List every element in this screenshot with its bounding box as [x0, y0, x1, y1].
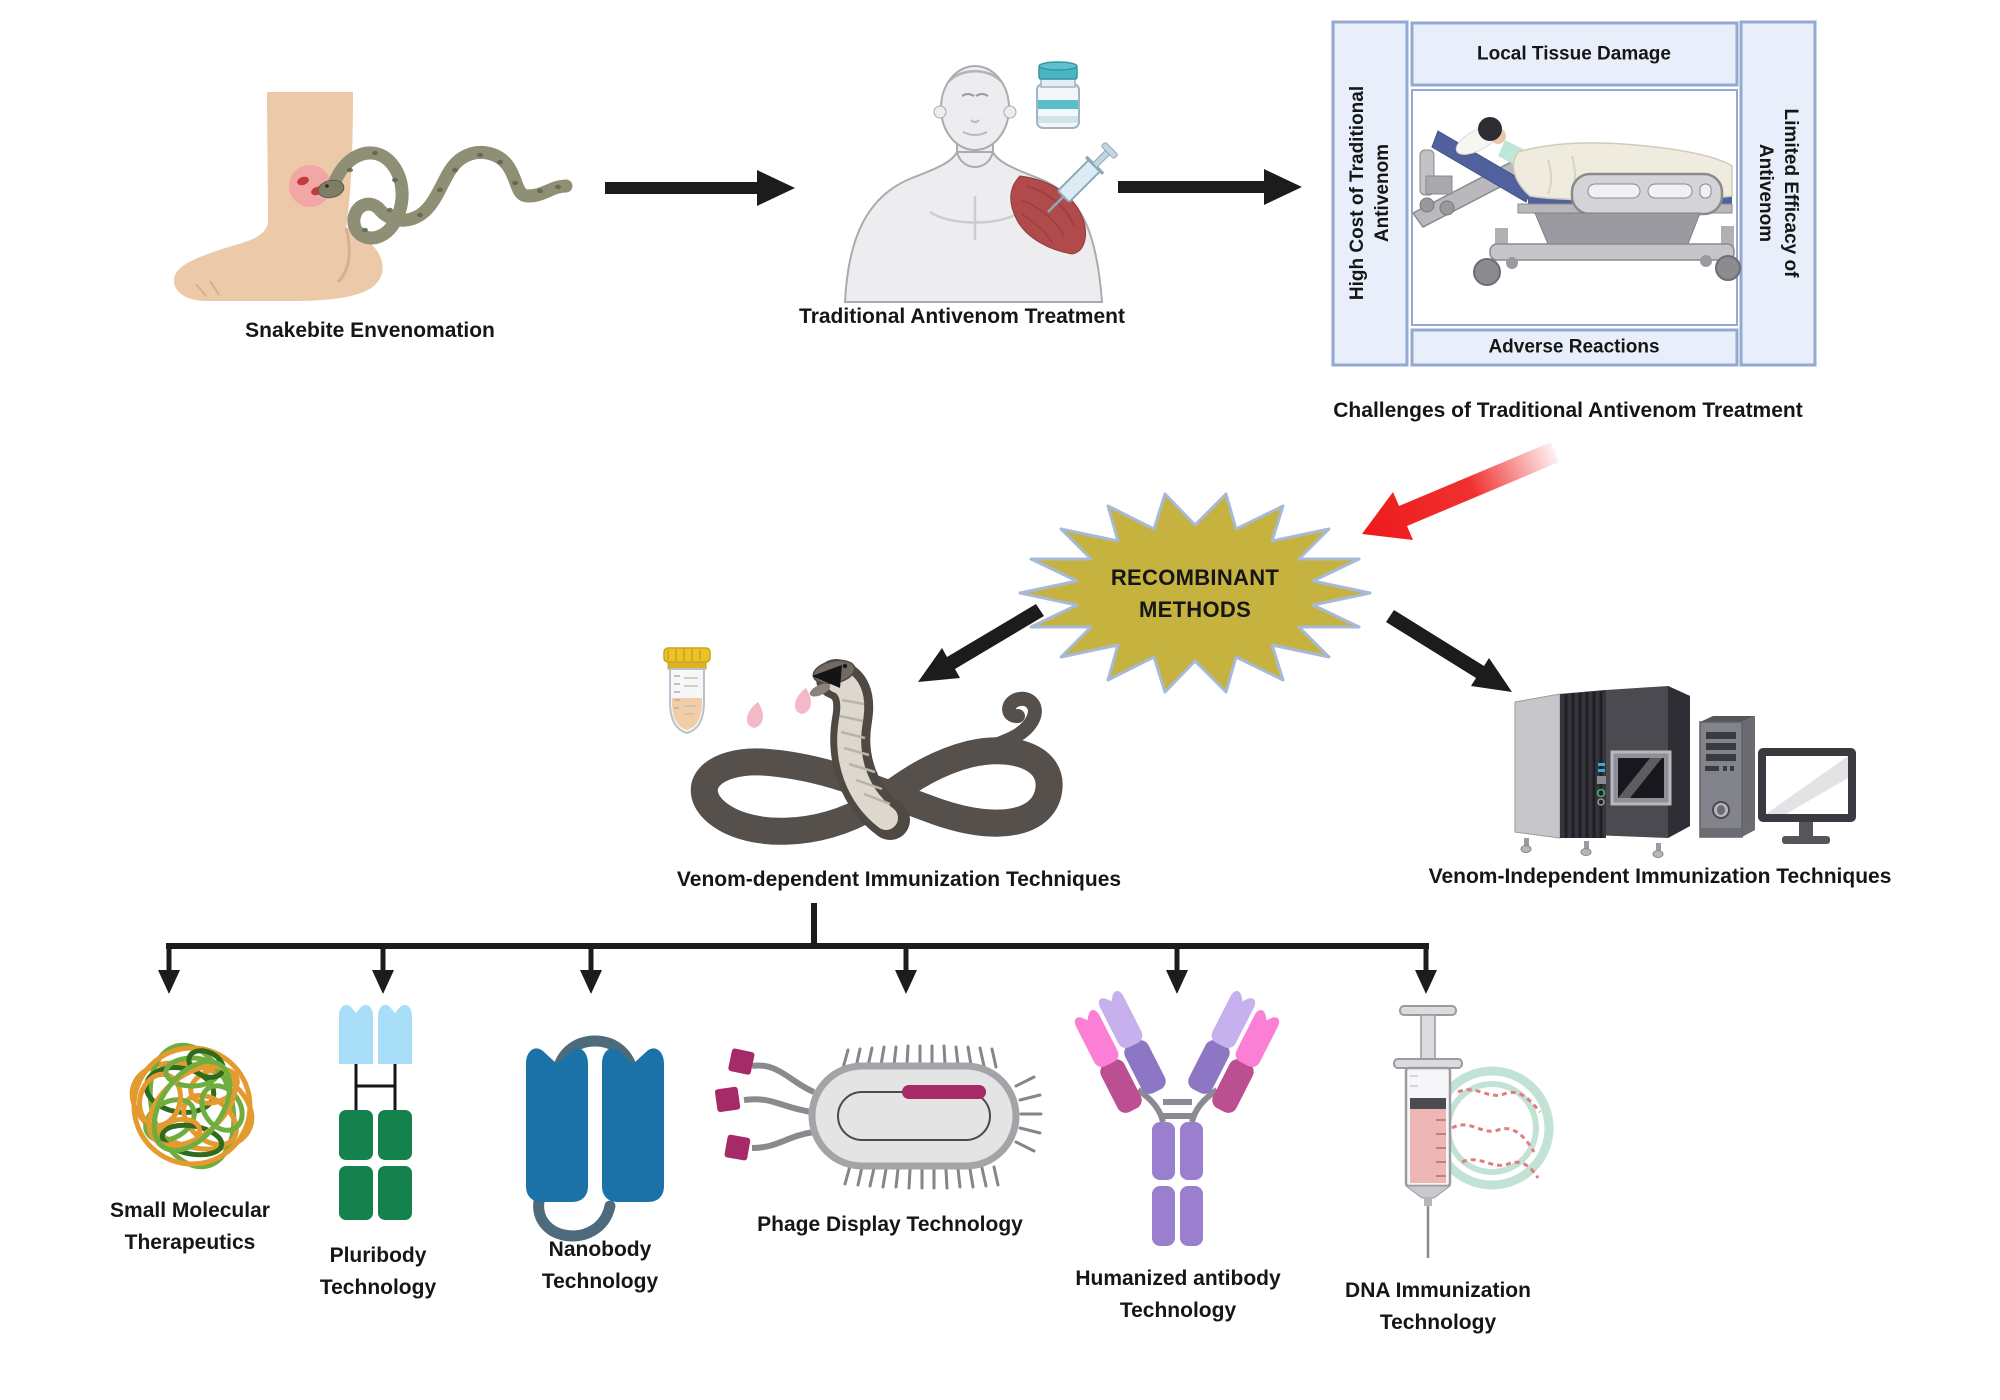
snakebite-label: Snakebite Envenomation [245, 315, 495, 347]
venom-dependent-label: Venom-dependent Immunization Techniques [677, 864, 1121, 896]
venom-independent-text: Venom-Independent Immunization Technique… [1428, 865, 1892, 888]
tech1-line1: Small Molecular [110, 1199, 270, 1222]
hospital-bed-icon [1411, 117, 1741, 286]
alert-arrow-icon [1362, 442, 1559, 540]
tech5-line1: Humanized antibody [1075, 1267, 1281, 1290]
hub-line1: RECOMBINANT [1110, 565, 1280, 590]
phage-display-technology-icon [714, 1044, 1043, 1190]
challenge-left-line1: High Cost of Traditional [1347, 85, 1368, 301]
tech-label-humanized-antibody: Humanized antibody Technology [1075, 1263, 1280, 1327]
challenges-caption: Challenges of Traditional Antivenom Trea… [1333, 395, 1802, 427]
tech2-line1: Pluribody [329, 1244, 427, 1267]
tech-label-nanobody: Nanobody Technology [542, 1234, 658, 1298]
tech6-line1: DNA Immunization [1345, 1279, 1531, 1302]
challenge-right-line1: Limited Efficacy of [1780, 108, 1801, 278]
tech3-line1: Nanobody [548, 1238, 652, 1261]
venom-collection-tube-icon [663, 647, 711, 735]
antivenom-vial-icon [1036, 61, 1080, 129]
recombinant-hub-burst [1018, 492, 1372, 694]
challenge-top-text: Local Tissue Damage [1477, 43, 1671, 65]
hub-line2: METHODS [1138, 597, 1252, 622]
challenge-left-line2: Antivenom [1372, 143, 1393, 243]
traditional-treatment-label-text: Traditional Antivenom Treatment [799, 305, 1125, 328]
tech6-line2: Technology [1379, 1311, 1497, 1334]
cobra-icon [690, 659, 1063, 845]
tech1-line2: Therapeutics [124, 1231, 256, 1254]
snakebite-label-text: Snakebite Envenomation [245, 319, 495, 342]
challenge-bottom-text: Adverse Reactions [1488, 336, 1660, 358]
snakebite-icon [174, 92, 573, 301]
tech-label-small-molecular: Small Molecular Therapeutics [110, 1195, 270, 1259]
humanized-antibody-icon [1072, 989, 1282, 1246]
tech-label-dna-immunization: DNA Immunization Technology [1345, 1275, 1531, 1339]
nanobody-technology-icon [526, 1035, 664, 1242]
challenge-bottom-label: Adverse Reactions [1488, 335, 1659, 360]
tech5-line2: Technology [1119, 1299, 1237, 1322]
sequencer-computer-icon [1514, 686, 1856, 858]
tech2-line2: Technology [319, 1276, 437, 1299]
injection-torso-icon [843, 61, 1118, 303]
tech4-line1: Phage Display Technology [757, 1213, 1023, 1236]
challenge-right-line2: Antivenom [1755, 143, 1776, 243]
hub-arrow-to-venom-independent [1386, 610, 1512, 692]
dna-immunization-icon [1393, 1005, 1554, 1258]
challenges-panel [1331, 20, 1817, 367]
traditional-treatment-label: Traditional Antivenom Treatment [799, 301, 1125, 333]
branch-tree [158, 903, 1437, 994]
venom-independent-label: Venom-Independent Immunization Technique… [1429, 861, 1892, 893]
recombinant-methods-label: RECOMBINANT METHODS [1111, 562, 1279, 626]
hub-arrow-to-venom-dependent [918, 604, 1044, 682]
syringe-icon [1047, 142, 1118, 213]
small-molecular-therapeutics-icon [129, 1042, 255, 1170]
challenge-top-label: Local Tissue Damage [1477, 42, 1671, 67]
challenge-left-label: High Cost of Traditional Antivenom [1345, 86, 1395, 300]
tech3-line2: Technology [541, 1270, 659, 1293]
tech-label-pluribody: Pluribody Technology [320, 1240, 436, 1304]
venom-dependent-text: Venom-dependent Immunization Techniques [676, 868, 1122, 891]
tech-label-phage-display: Phage Display Technology [757, 1209, 1023, 1241]
challenges-caption-text: Challenges of Traditional Antivenom Trea… [1333, 399, 1803, 422]
flow-arrow-2 [1118, 169, 1302, 205]
challenge-right-label: Limited Efficacy of Antivenom [1753, 109, 1803, 278]
flow-arrow-1 [605, 170, 795, 206]
pluribody-technology-icon [339, 1004, 412, 1220]
